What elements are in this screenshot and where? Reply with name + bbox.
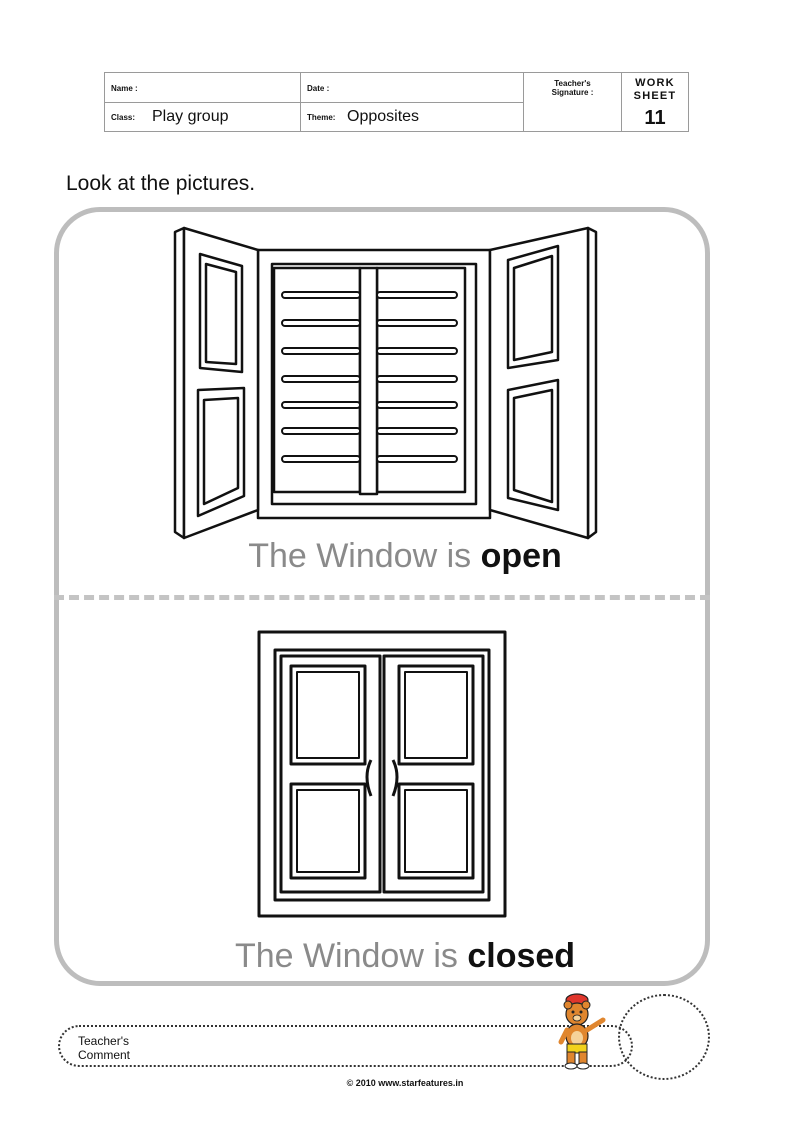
- teacher-comment-label: Teacher's Comment: [78, 1034, 131, 1062]
- open-caption: The Window is open: [248, 537, 562, 575]
- date-label: Date :: [307, 84, 330, 93]
- bear-mascot-icon: [558, 993, 606, 1070]
- dashed-divider: [54, 595, 710, 600]
- name-label: Name :: [111, 84, 138, 93]
- name-cell[interactable]: Name :: [105, 73, 301, 103]
- instruction-text: Look at the pictures.: [66, 172, 256, 195]
- theme-cell: Theme: Opposites: [301, 103, 524, 132]
- footer-copyright: © 2010 www.starfeatures.in: [346, 1078, 464, 1088]
- signature-label: Teacher's Signature :: [551, 79, 594, 97]
- teacher-comment-box[interactable]: Teacher's Comment: [58, 1025, 633, 1067]
- theme-label: Theme:: [307, 113, 336, 122]
- worksheet-number: 11: [644, 107, 666, 129]
- closed-window-icon: [257, 630, 507, 918]
- comment-bubble: [618, 994, 710, 1080]
- signature-cell[interactable]: Teacher's Signature :: [524, 73, 622, 131]
- closed-word: closed: [467, 937, 576, 975]
- date-cell[interactable]: Date :: [301, 73, 524, 103]
- theme-value: Opposites: [347, 108, 420, 125]
- class-value: Play group: [152, 108, 229, 125]
- open-word: open: [480, 537, 562, 575]
- closed-caption: The Window is closed: [234, 937, 576, 975]
- worksheet-label: WORK SHEET: [633, 77, 677, 102]
- header-table: Name : Date : Class: Play group Theme: O…: [104, 72, 689, 132]
- open-window-icon: [173, 226, 598, 540]
- worksheet-cell: WORK SHEET 11: [622, 73, 688, 131]
- class-cell: Class: Play group: [105, 103, 301, 132]
- class-label: Class:: [111, 113, 136, 122]
